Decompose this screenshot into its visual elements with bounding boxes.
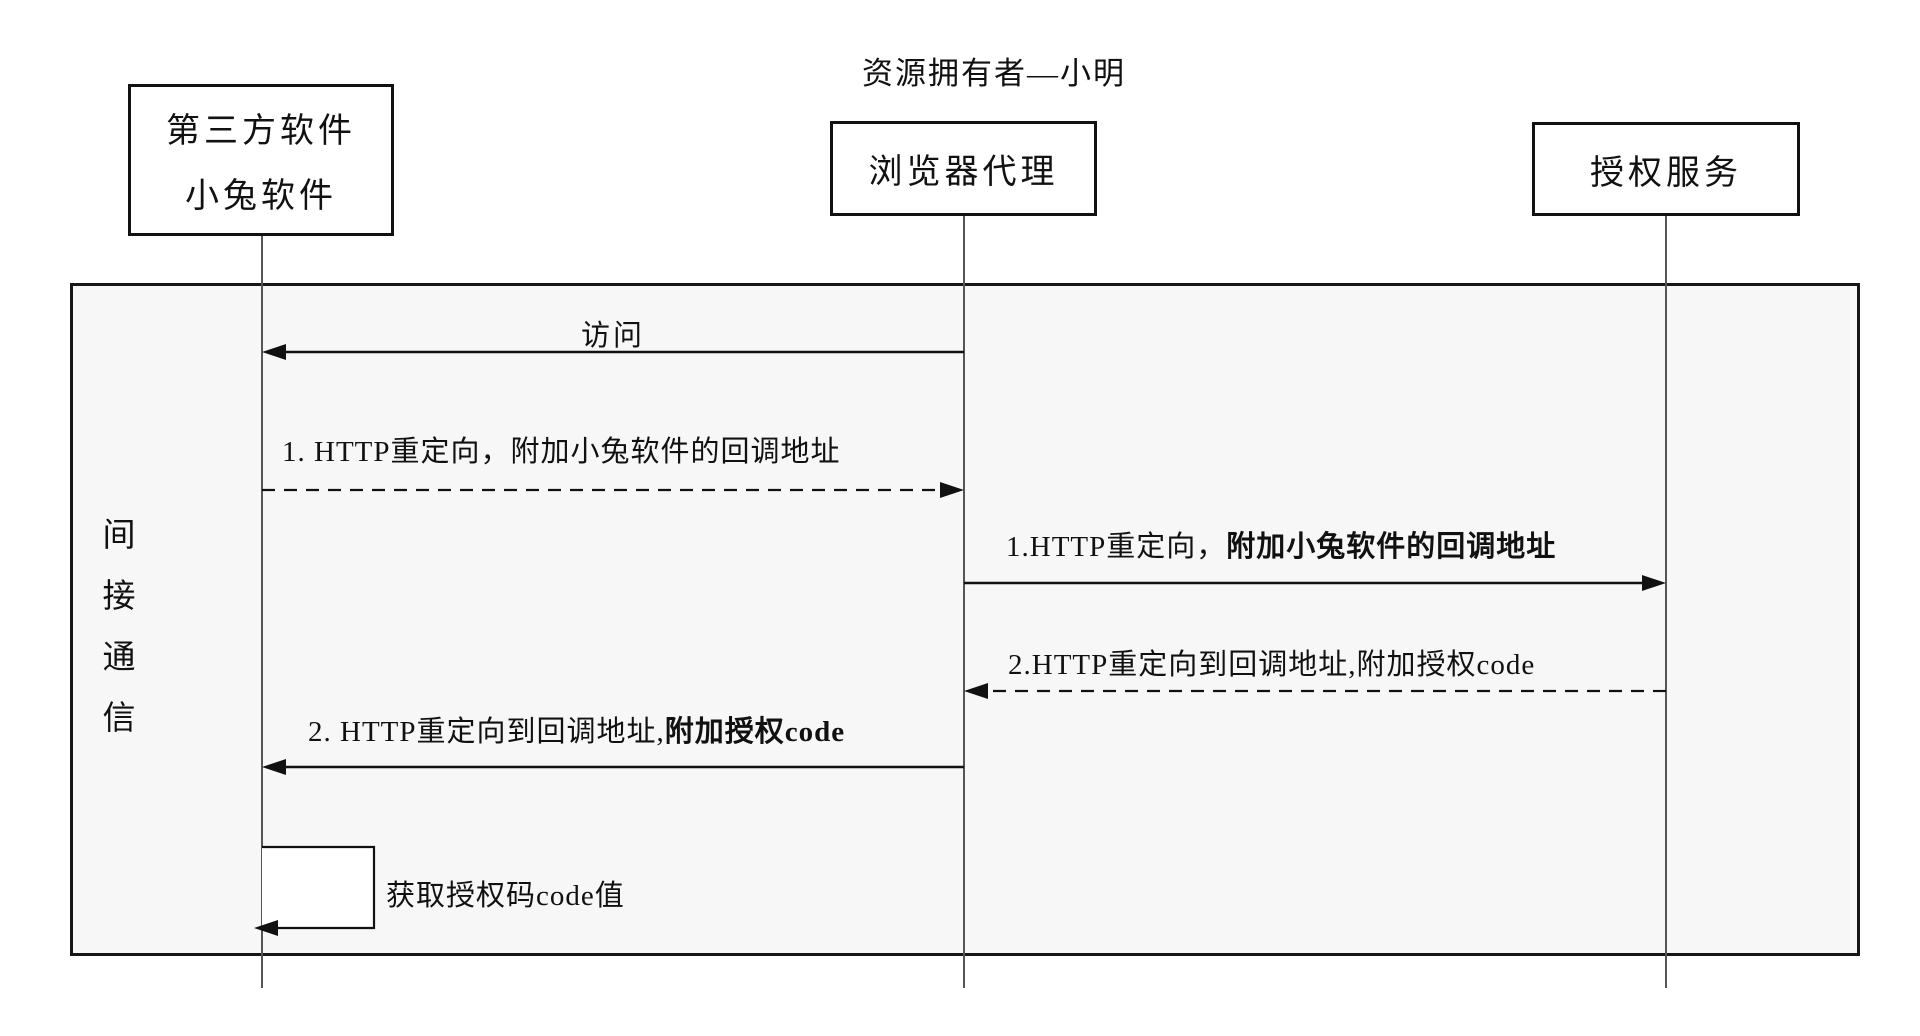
message-label-redirect-1-dashed: 1. HTTP重定向，附加小兔软件的回调地址 (282, 436, 841, 468)
arrow-m4-head (964, 683, 988, 699)
actor-browser-label: 浏览器代理 (868, 154, 1059, 191)
message-label-redirect-2-solid: 2. HTTP重定向到回调地址,附加授权code (308, 708, 845, 750)
message-label-redirect-1-solid: 1.HTTP重定向，附加小兔软件的回调地址 (1006, 523, 1556, 565)
arrow-visit-head (262, 344, 286, 360)
frame-label-char: 间 (102, 518, 136, 554)
frame-label-char: 接 (102, 579, 136, 615)
message-label-redirect-1-normal: 1.HTTP重定向， (1006, 531, 1227, 563)
self-call-box-outline (262, 845, 376, 930)
arrow-m3-head (1642, 575, 1666, 591)
frame-label-vertical: 间 接 通 信 (94, 506, 144, 750)
arrow-m5-head (262, 759, 286, 775)
arrow-m2-head (940, 482, 964, 498)
actor-third-party-line1: 第三方软件 (166, 113, 356, 150)
message-label-redirect-2-dashed: 2.HTTP重定向到回调地址,附加授权code (1008, 649, 1536, 681)
message-label-redirect-1-bold: 附加小兔软件的回调地址 (1226, 531, 1557, 563)
diagram-title: 资源拥有者—小明 (862, 56, 1126, 91)
message-label-redirect-2-normal: 2. HTTP重定向到回调地址, (308, 716, 665, 748)
self-call-box-fill (262, 847, 374, 928)
message-label-redirect-2-bold: 附加授权code (664, 716, 846, 748)
message-label-visit: 访问 (580, 320, 645, 352)
actor-auth-label: 授权服务 (1590, 154, 1742, 192)
actor-third-party: 第三方软件 小兔软件 (128, 84, 394, 236)
self-call-arrow-head (254, 920, 278, 936)
frame-label-char: 信 (102, 701, 136, 737)
actor-auth: 授权服务 (1532, 122, 1800, 216)
actor-browser: 浏览器代理 (830, 121, 1097, 216)
actor-third-party-line2: 小兔软件 (185, 178, 337, 215)
frame-label-char: 通 (102, 640, 136, 676)
message-label-self-call: 获取授权码code值 (386, 880, 625, 912)
